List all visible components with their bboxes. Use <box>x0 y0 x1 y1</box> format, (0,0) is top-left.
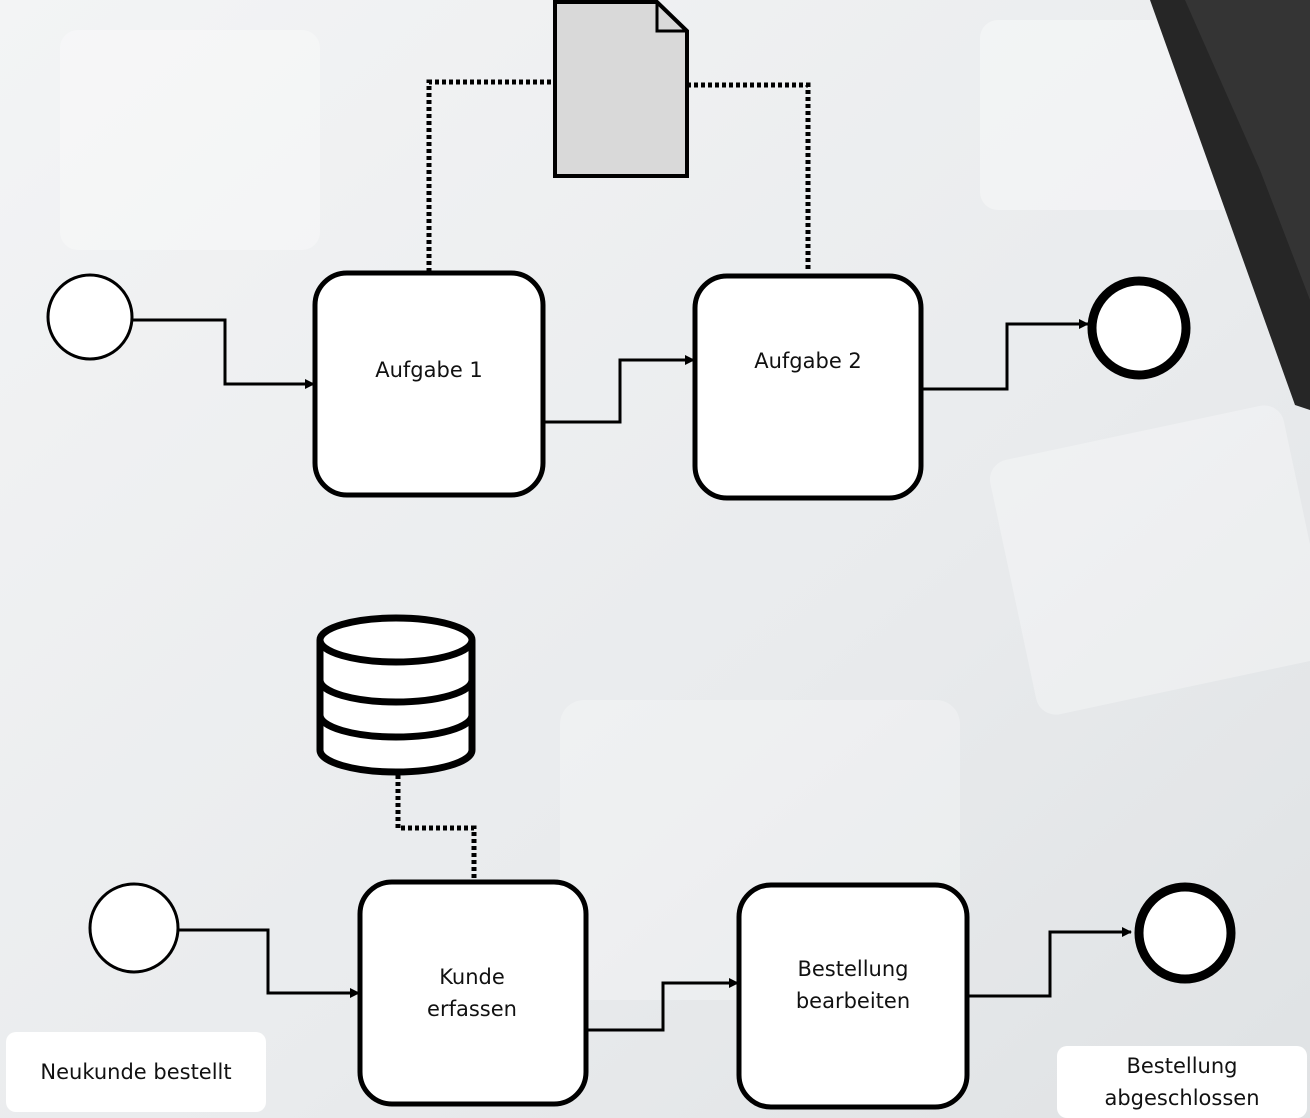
task-kunde-erfassen[interactable] <box>357 879 589 1107</box>
sequence-flow-1 <box>132 318 315 389</box>
end-event-2[interactable] <box>1134 882 1236 984</box>
data-object-document[interactable] <box>553 0 689 178</box>
task-aufgabe-1[interactable] <box>312 270 546 498</box>
data-association-1 <box>426 79 555 272</box>
sequence-flow-6 <box>967 927 1132 998</box>
start-event-2[interactable] <box>88 882 180 974</box>
task-label-aufgabe-1: Aufgabe 1 <box>375 358 483 382</box>
data-store-database[interactable] <box>316 614 476 776</box>
start-event-1[interactable] <box>46 273 134 361</box>
sequence-flow-2 <box>543 355 695 424</box>
sequence-flow-3 <box>921 319 1089 391</box>
start-event-label: Neukunde bestellt <box>6 1032 266 1112</box>
data-association-2 <box>687 82 811 272</box>
end-event-label: Bestellung abgeschlossen <box>1057 1046 1307 1118</box>
task-label-aufgabe-2: Aufgabe 2 <box>754 349 862 373</box>
end-event-1[interactable] <box>1087 276 1191 380</box>
sequence-flow-4 <box>178 928 360 998</box>
task-label-kunde-erfassen: Kunde erfassen <box>427 965 517 1021</box>
sequence-flow-5 <box>586 978 739 1032</box>
task-label-bestellung-bearbeiten: Bestellung bearbeiten <box>795 957 911 1013</box>
task-aufgabe-2[interactable] <box>692 273 924 501</box>
data-association-3 <box>395 775 477 880</box>
